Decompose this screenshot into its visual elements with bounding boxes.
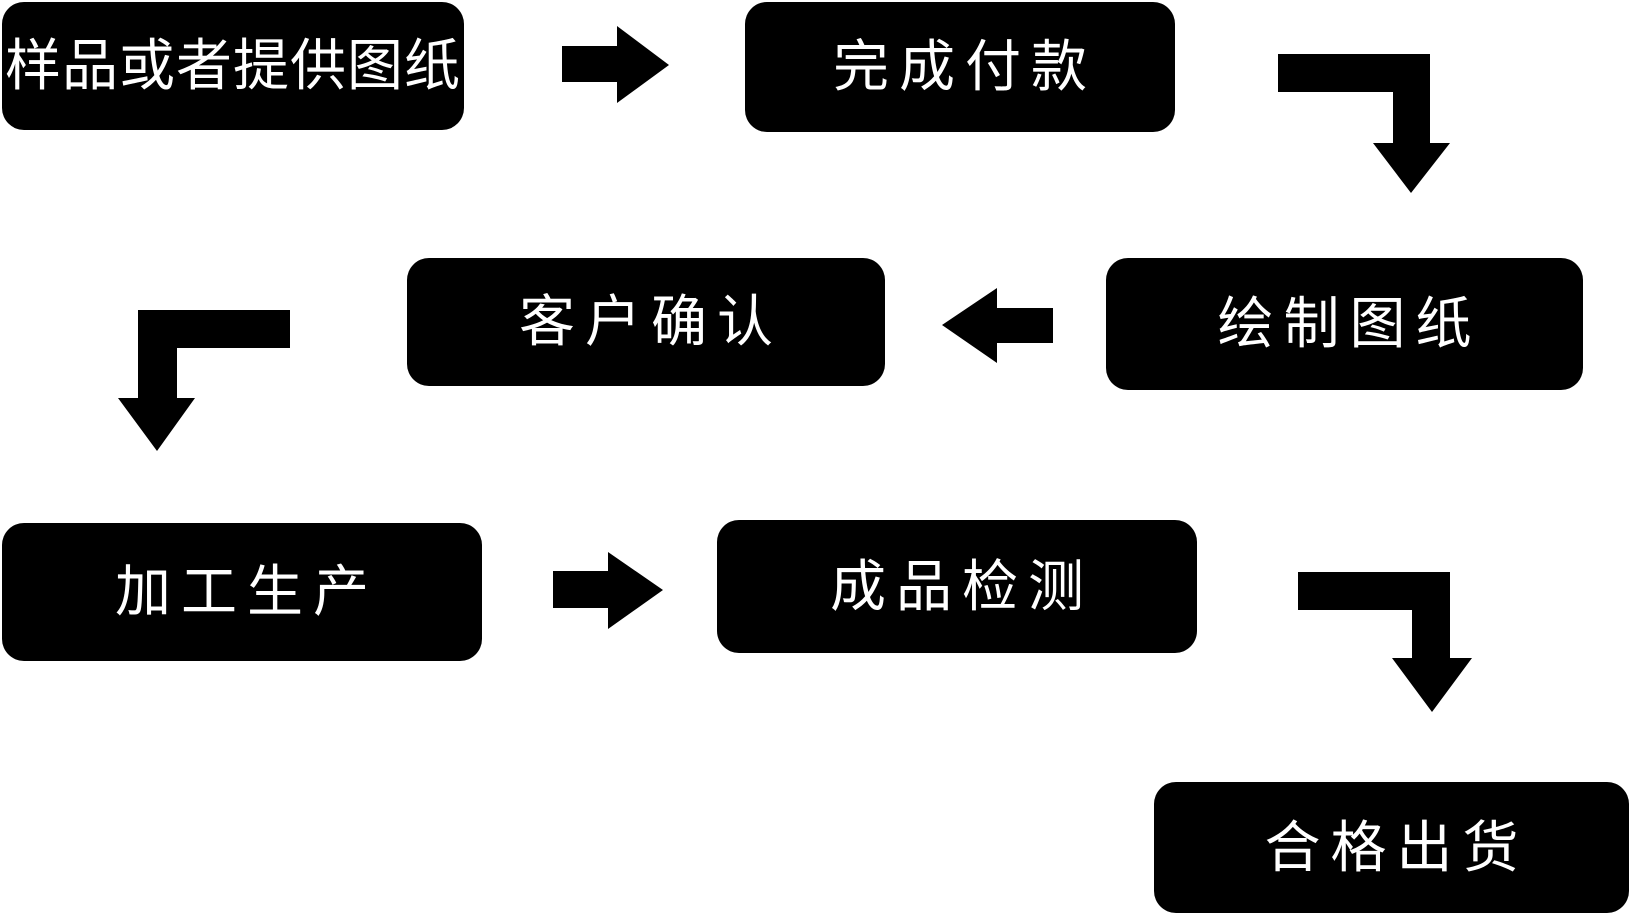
arrow-step6-to-step7-elbow-down-icon	[1298, 572, 1472, 712]
arrow-step4-to-step5-elbow-down-icon	[118, 310, 290, 451]
arrow-step5-to-step6-right-icon	[553, 552, 663, 629]
node-qualified-shipment: 合格出货	[1154, 782, 1629, 913]
arrow-step1-to-step2-right-icon	[562, 26, 669, 103]
node-customer-confirmation: 客户确认	[407, 258, 885, 386]
node-draw-drawings: 绘制图纸	[1106, 258, 1583, 390]
node-processing-production: 加工生产	[2, 523, 482, 661]
arrow-step2-to-step3-elbow-down-icon	[1278, 54, 1450, 193]
node-finished-product-inspection: 成品检测	[717, 520, 1197, 653]
node-complete-payment: 完成付款	[745, 2, 1175, 132]
node-sample-or-provide-drawings: 样品或者提供图纸	[2, 2, 464, 130]
arrow-step3-to-step4-left-icon	[942, 288, 1053, 363]
